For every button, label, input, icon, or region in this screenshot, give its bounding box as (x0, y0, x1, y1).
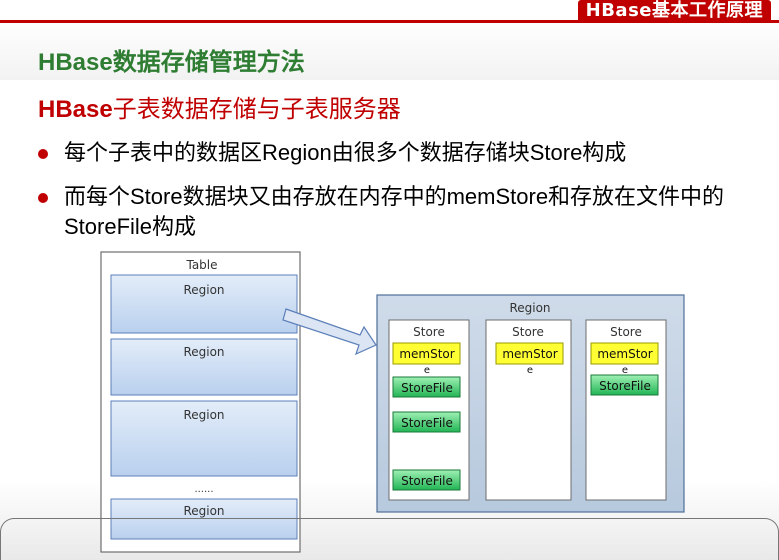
top-band (0, 20, 779, 80)
bullet-dot-icon (38, 149, 48, 159)
bullet-item: 而每个Store数据块又由存放在内存中的memStore和存放在文件中的Stor… (38, 182, 758, 242)
bullet-text: 每个子表中的数据区Region由很多个数据存储块Store构成 (64, 140, 627, 165)
bullet-dot-icon (38, 193, 48, 203)
bullet-text: 而每个Store数据块又由存放在内存中的memStore和存放在文件中的Stor… (64, 184, 725, 239)
title-rule (0, 20, 779, 23)
slide-subheading: HBase子表数据存储与子表服务器 (38, 89, 401, 124)
bullet-item: 每个子表中的数据区Region由很多个数据存储块Store构成 (38, 138, 758, 168)
slide-frame (0, 518, 779, 560)
slide-heading: HBase数据存储管理方法 (38, 49, 305, 76)
subheading-rest: 子表数据存储与子表服务器 (112, 96, 401, 123)
subheading-bold: HBase (38, 96, 113, 123)
corner-title: HBase基本工作原理 (577, 0, 771, 22)
